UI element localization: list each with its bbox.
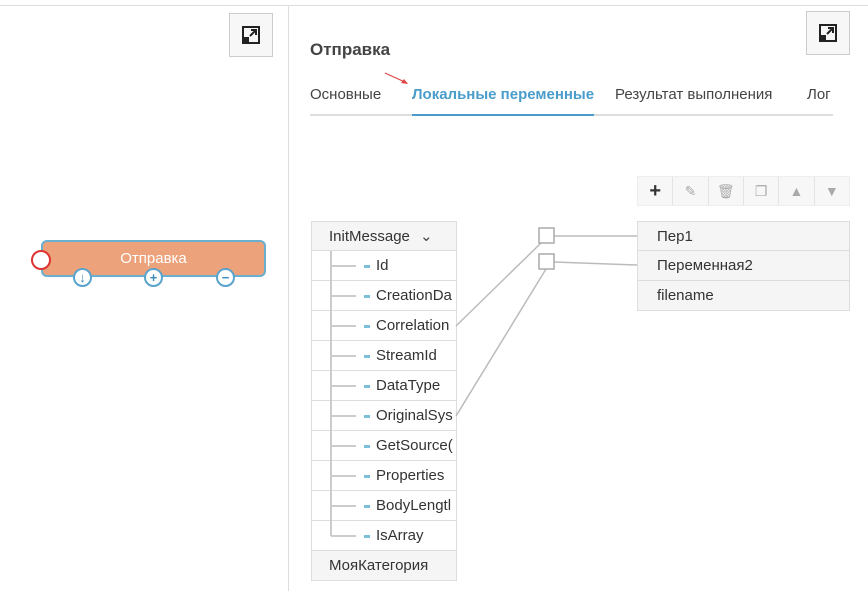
input-port[interactable] (31, 250, 51, 270)
tree-item-label: IsArray (376, 527, 424, 544)
copy-button[interactable]: ❐ (744, 177, 780, 205)
pencil-icon: ✎ (684, 182, 697, 199)
tree-item[interactable]: BodyLengtl (311, 491, 457, 521)
move-up-button[interactable]: ▲ (779, 177, 815, 205)
panel-title: Отправка (310, 40, 391, 59)
tree-item-label: Properties (376, 467, 445, 484)
mapping-node (538, 227, 555, 244)
tree-item-label: DataType (376, 377, 441, 394)
tree-item[interactable]: GetSource( (311, 431, 457, 461)
expand-panel-button[interactable] (806, 11, 850, 55)
variable-row[interactable]: filename (637, 281, 850, 311)
variables-list: Пер1 Переменная2 filename (637, 221, 850, 311)
chevron-down-icon[interactable]: ⌄ (420, 228, 433, 245)
mapping-line (553, 261, 638, 266)
tree-item[interactable]: IsArray (311, 521, 457, 551)
tree-guide-line (330, 251, 332, 536)
tab-main[interactable]: Основные (310, 86, 382, 103)
tree-item-label: Id (376, 257, 389, 274)
edit-button[interactable]: ✎ (673, 177, 709, 205)
tree-category[interactable]: МояКатегория (311, 551, 457, 581)
tab-log[interactable]: Лог (807, 86, 831, 103)
tree-item-label: Correlation (376, 317, 450, 334)
top-border (0, 5, 868, 6)
tree-item-label: StreamId (376, 347, 437, 364)
panel-splitter[interactable] (288, 5, 289, 591)
variable-row[interactable]: Переменная2 (637, 251, 850, 281)
tree-item[interactable]: Properties (311, 461, 457, 491)
variable-row[interactable]: Пер1 (637, 221, 850, 251)
node-label: Отправка (120, 250, 187, 267)
plus-icon: + (649, 179, 661, 202)
variables-toolbar: + ✎ 🗑 ❐ ▲ ▼ (637, 176, 850, 206)
tree-item-label: OriginalSys (376, 407, 453, 424)
tab-bar: Основные Локальные переменные Результат … (310, 86, 833, 116)
trash-icon: 🗑 (716, 182, 735, 199)
tree-item[interactable]: Id (311, 251, 457, 281)
arrow-down-icon: ▼ (824, 183, 839, 199)
port-arrow-down-icon[interactable]: ↓ (73, 268, 92, 287)
port-minus-icon[interactable]: − (216, 268, 235, 287)
tab-local-variables[interactable]: Локальные переменные (412, 86, 595, 116)
expand-icon (819, 24, 837, 42)
tree-item[interactable]: DataType (311, 371, 457, 401)
tab-execution-result[interactable]: Результат выполнения (615, 86, 773, 103)
source-tree: InitMessage ⌄ Id CreationDa Correlation … (311, 221, 457, 581)
tree-item[interactable]: CreationDa (311, 281, 457, 311)
tree-item[interactable]: StreamId (311, 341, 457, 371)
mapping-line (455, 242, 542, 327)
move-down-button[interactable]: ▼ (815, 177, 849, 205)
mapping-line (455, 268, 547, 417)
expand-canvas-button[interactable] (229, 13, 273, 57)
expand-icon (242, 26, 260, 44)
delete-button[interactable]: 🗑 (709, 177, 744, 205)
tree-item-label: BodyLengtl (376, 497, 452, 514)
add-button[interactable]: + (638, 177, 674, 205)
arrow-up-icon: ▲ (789, 183, 804, 199)
mapping-node (538, 253, 555, 270)
copy-icon: ❐ (754, 182, 768, 199)
port-plus-icon[interactable]: + (144, 268, 163, 287)
tree-item-label: GetSource( (376, 437, 453, 454)
tree-item[interactable]: OriginalSys (311, 401, 457, 431)
tree-root-label: InitMessage (329, 228, 410, 245)
tree-item-label: CreationDa (376, 287, 452, 304)
tree-root[interactable]: InitMessage ⌄ (311, 221, 457, 251)
